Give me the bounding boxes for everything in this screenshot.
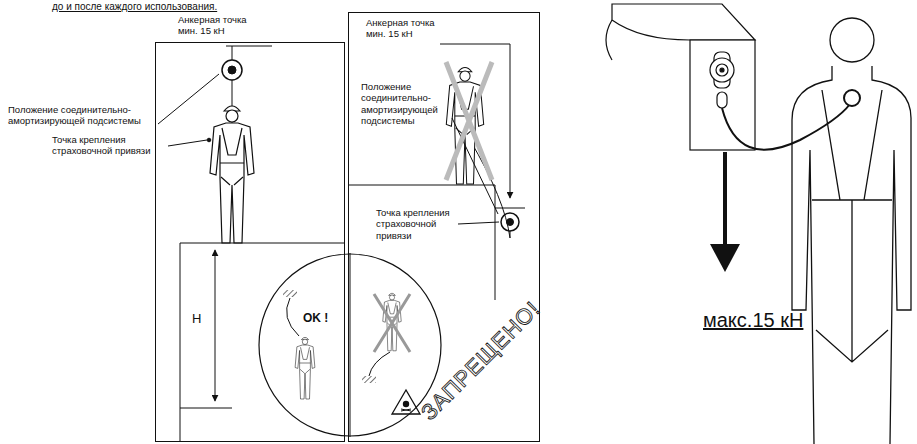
safe-setup (228, 66, 236, 74)
comparison-icons (362, 376, 376, 383)
comparison-icons (401, 409, 411, 411)
forbidden-setup (348, 44, 525, 300)
safe-setup (215, 250, 216, 401)
load-arrow (723, 152, 727, 246)
comparison-icons (369, 352, 390, 376)
anchor-housing (720, 68, 724, 72)
load-arrow (710, 244, 740, 272)
comparison-icons (283, 290, 297, 297)
circle-outline (258, 253, 442, 437)
safe-setup (222, 60, 242, 80)
safe-setup (180, 243, 345, 442)
safe-setup (210, 106, 254, 243)
forbidden-setup (440, 44, 510, 198)
comparison-icons (295, 337, 315, 399)
anchor-housing (710, 58, 734, 82)
anchor-housing (612, 4, 755, 40)
subsystem-label: Положение соединительно- амортизирующей … (361, 81, 447, 127)
anchor-housing (716, 64, 728, 76)
ok-mark: OK ! (303, 311, 343, 325)
safe-setup (226, 46, 272, 60)
attachment-label: Точка крепления страховочной привязи (52, 134, 164, 157)
anchor-housing (717, 92, 727, 108)
note-text: до и после каждого использования. (52, 1, 217, 13)
comparison-circle: OK ! (258, 253, 442, 437)
comparison-icons (392, 390, 420, 414)
safe-setup (207, 138, 211, 142)
anchor-housing (606, 4, 850, 150)
forbidden-setup (348, 185, 525, 300)
forbidden-setup (458, 222, 499, 224)
forbidden-panel: Анкерная точка мин. 15 кН Положение соеди… (348, 12, 540, 442)
anchor-housing (606, 20, 612, 60)
worker-harness (844, 90, 860, 106)
safe-setup (168, 140, 207, 146)
worker-harness (830, 18, 874, 62)
attachment-label: Точка крепления страховочной привязи (376, 207, 458, 241)
anchor-housing (690, 40, 755, 150)
comparison-icons (374, 294, 410, 352)
forbidden-setup (446, 62, 492, 180)
safe-setup (158, 46, 345, 442)
load-arrow (710, 152, 740, 272)
comparison-icons (287, 298, 299, 336)
dimension-label: H (192, 311, 208, 327)
safe-setup (158, 74, 219, 124)
comparison-icons (403, 401, 409, 407)
subsystem-label: Положение соединительно- амортизирующей … (8, 104, 154, 127)
worker-harness (872, 66, 911, 444)
forbidden-setup (501, 213, 519, 231)
safe-panel: H (155, 42, 345, 442)
worker-harness (812, 90, 892, 362)
anchor-label: Анкерная точка мин. 15 кН (366, 17, 446, 40)
comparison-icons (283, 253, 420, 437)
comparison-icons (350, 253, 351, 437)
circle-outline (259, 254, 441, 436)
worker-harness (792, 66, 832, 444)
anchor-label: Анкерная точка мин. 15 кН (178, 14, 258, 37)
worker-harness (792, 18, 911, 444)
load-label: макс.15 кН (703, 308, 803, 332)
